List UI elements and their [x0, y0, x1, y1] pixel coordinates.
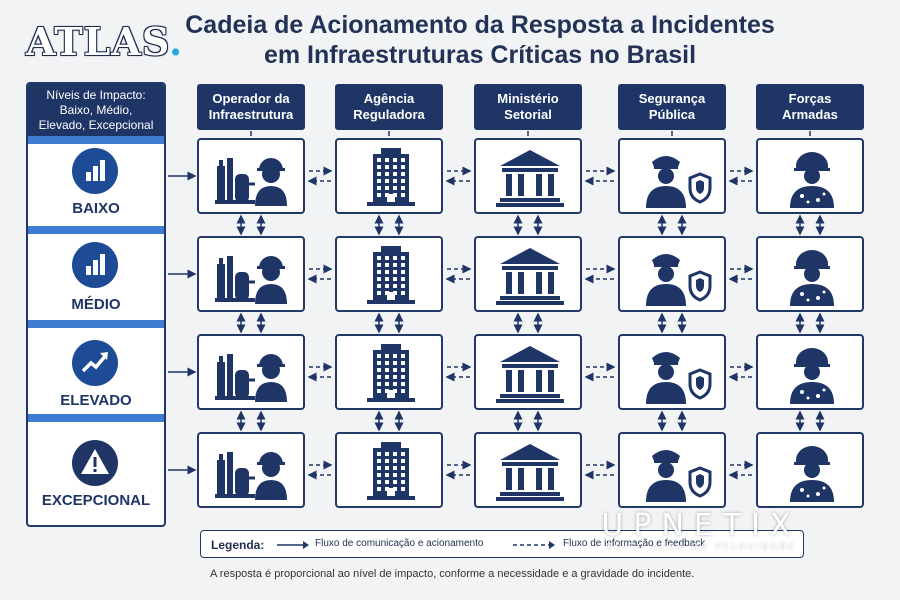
atlas-logo: ATLAS. [26, 22, 183, 62]
cell-agencia-medio [335, 236, 443, 312]
atlas-logo-dot: . [168, 19, 184, 64]
title-line-2: em Infraestruturas Críticas no Brasil [263, 41, 697, 69]
column-header-line-1: Ministério [497, 91, 559, 106]
cell-operador-excepcional [197, 432, 305, 508]
cell-forcas-baixo [756, 138, 864, 214]
impact-levels-header-line-1: Níveis de Impacto: [46, 87, 146, 102]
cell-seguranca-elevado [618, 334, 726, 410]
level-separator [28, 226, 164, 234]
level-separator [28, 136, 164, 144]
watermark-sub: MUITO ALÉM DA VELOCIDADE [605, 542, 797, 551]
cell-ministerio-elevado [474, 334, 582, 410]
impact-levels-panel: Níveis de Impacto: Baixo, Médio, Elevado… [26, 82, 166, 527]
legend-dashed-label: Fluxo de informação e feedback [563, 538, 706, 549]
cell-agencia-excepcional [335, 432, 443, 508]
level-separator [28, 320, 164, 328]
legend-box: Legenda: Fluxo de comunicação e acioname… [200, 530, 804, 558]
cell-operador-medio [197, 236, 305, 312]
cell-forcas-excepcional [756, 432, 864, 508]
column-header-line-2: Pública [648, 107, 696, 122]
cell-forcas-elevado [756, 334, 864, 410]
trend-up-icon [72, 340, 118, 386]
level-label-baixo: BAIXO [72, 200, 120, 217]
column-header-line-2: Armadas [782, 107, 838, 122]
watermark-main: UPNETIX [601, 508, 801, 543]
solid-arrow-icon [277, 541, 309, 549]
cell-seguranca-baixo [618, 138, 726, 214]
cell-seguranca-medio [618, 236, 726, 312]
dashed-arrow-icon [513, 541, 555, 549]
footnote: A resposta é proporcional ao nível de im… [210, 568, 695, 580]
level-separator [28, 414, 164, 422]
bar-chart-icon [72, 242, 118, 288]
upnetix-watermark: UPNETIX MUITO ALÉM DA VELOCIDADE [566, 510, 836, 552]
level-label-excepcional: EXCEPCIONAL [41, 492, 151, 509]
atlas-logo-text: ATLAS [26, 19, 169, 64]
impact-levels-header-line-3: Elevado, Excepcional [38, 117, 154, 132]
cell-ministerio-baixo [474, 138, 582, 214]
column-header-line-1: Agência [363, 91, 415, 106]
legend-title: Legenda: [211, 538, 265, 552]
cell-ministerio-excepcional [474, 432, 582, 508]
impact-levels-header: Níveis de Impacto: Baixo, Médio, Elevado… [28, 84, 164, 136]
cell-seguranca-excepcional [618, 432, 726, 508]
column-header-line-2: Reguladora [353, 107, 425, 122]
diagram-title: Cadeia de Acionamento da Resposta a Inci… [170, 10, 790, 70]
cell-agencia-baixo [335, 138, 443, 214]
column-header-line-1: Operador da [212, 91, 290, 106]
column-header-line-2: Setorial [504, 107, 552, 122]
column-header-line-1: Forças [788, 91, 832, 106]
impact-levels-header-line-2: Baixo, Médio, [59, 102, 133, 117]
cell-operador-baixo [197, 138, 305, 214]
bar-chart-icon [72, 148, 118, 194]
column-header-line-2: Infraestrutura [208, 107, 294, 122]
warning-icon [72, 440, 118, 486]
legend-solid-label: Fluxo de comunicação e acionamento [315, 538, 484, 549]
cell-agencia-elevado [335, 334, 443, 410]
column-header-line-1: Segurança [638, 91, 706, 106]
title-line-1: Cadeia de Acionamento da Resposta a Inci… [185, 11, 775, 39]
level-label-medio: MÉDIO [71, 296, 121, 313]
cell-operador-elevado [197, 334, 305, 410]
cell-forcas-medio [756, 236, 864, 312]
cell-ministerio-medio [474, 236, 582, 312]
level-label-elevado: ELEVADO [60, 392, 132, 409]
